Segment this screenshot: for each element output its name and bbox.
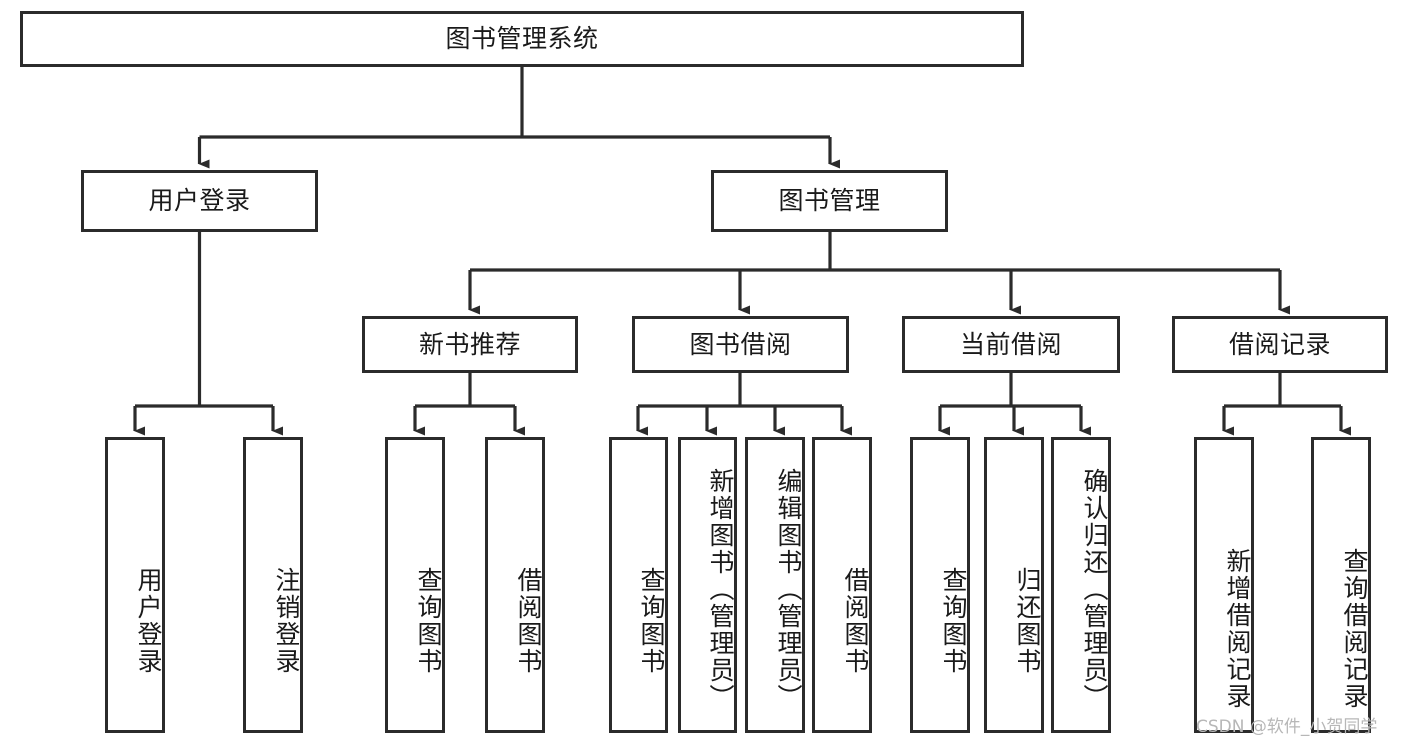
node-root[interactable]: 图书管理系统 — [20, 11, 1024, 67]
node-book-management[interactable]: 图书管理 — [711, 170, 948, 232]
leaf-logout[interactable]: 注销登录 — [243, 437, 303, 733]
edges-root-to-level1 — [197, 67, 840, 169]
leaf-query-book-borrow[interactable]: 查询图书 — [609, 437, 668, 733]
leaf-borrow-book-recommend[interactable]: 借阅图书 — [485, 437, 545, 733]
leaf-confirm-return-admin[interactable]: 确认归还（管理员） — [1051, 437, 1111, 733]
leaf-user-login[interactable]: 用户登录 — [105, 437, 165, 733]
edges-newbook-to-leaves — [413, 373, 525, 436]
leaf-query-book-current[interactable]: 查询图书 — [910, 437, 970, 733]
leaf-edit-book-admin[interactable]: 编辑图书（管理员） — [745, 437, 805, 733]
leaf-add-book-admin[interactable]: 新增图书（管理员） — [678, 437, 737, 733]
leaf-query-book-recommend[interactable]: 查询图书 — [385, 437, 445, 733]
node-borrow-record[interactable]: 借阅记录 — [1172, 316, 1388, 373]
edges-borrowrecord-to-leaves — [1222, 373, 1351, 436]
leaf-add-borrow-record[interactable]: 新增借阅记录 — [1194, 437, 1254, 733]
leaf-query-borrow-record[interactable]: 查询借阅记录 — [1311, 437, 1371, 733]
node-user-login[interactable]: 用户登录 — [81, 170, 318, 232]
node-book-borrow[interactable]: 图书借阅 — [632, 316, 849, 373]
leaf-return-book[interactable]: 归还图书 — [984, 437, 1044, 733]
node-current-borrow[interactable]: 当前借阅 — [902, 316, 1120, 373]
leaf-borrow-book[interactable]: 借阅图书 — [812, 437, 872, 733]
edges-userlogin-to-leaves — [133, 232, 283, 436]
node-new-book-recommend[interactable]: 新书推荐 — [362, 316, 578, 373]
edges-bookmgmt-to-level2 — [468, 232, 1290, 315]
watermark-text: CSDN @软件_小贺同学 — [1196, 717, 1378, 737]
edges-bookborrow-to-leaves — [636, 373, 852, 436]
edges-currentborrow-to-leaves — [938, 373, 1091, 436]
